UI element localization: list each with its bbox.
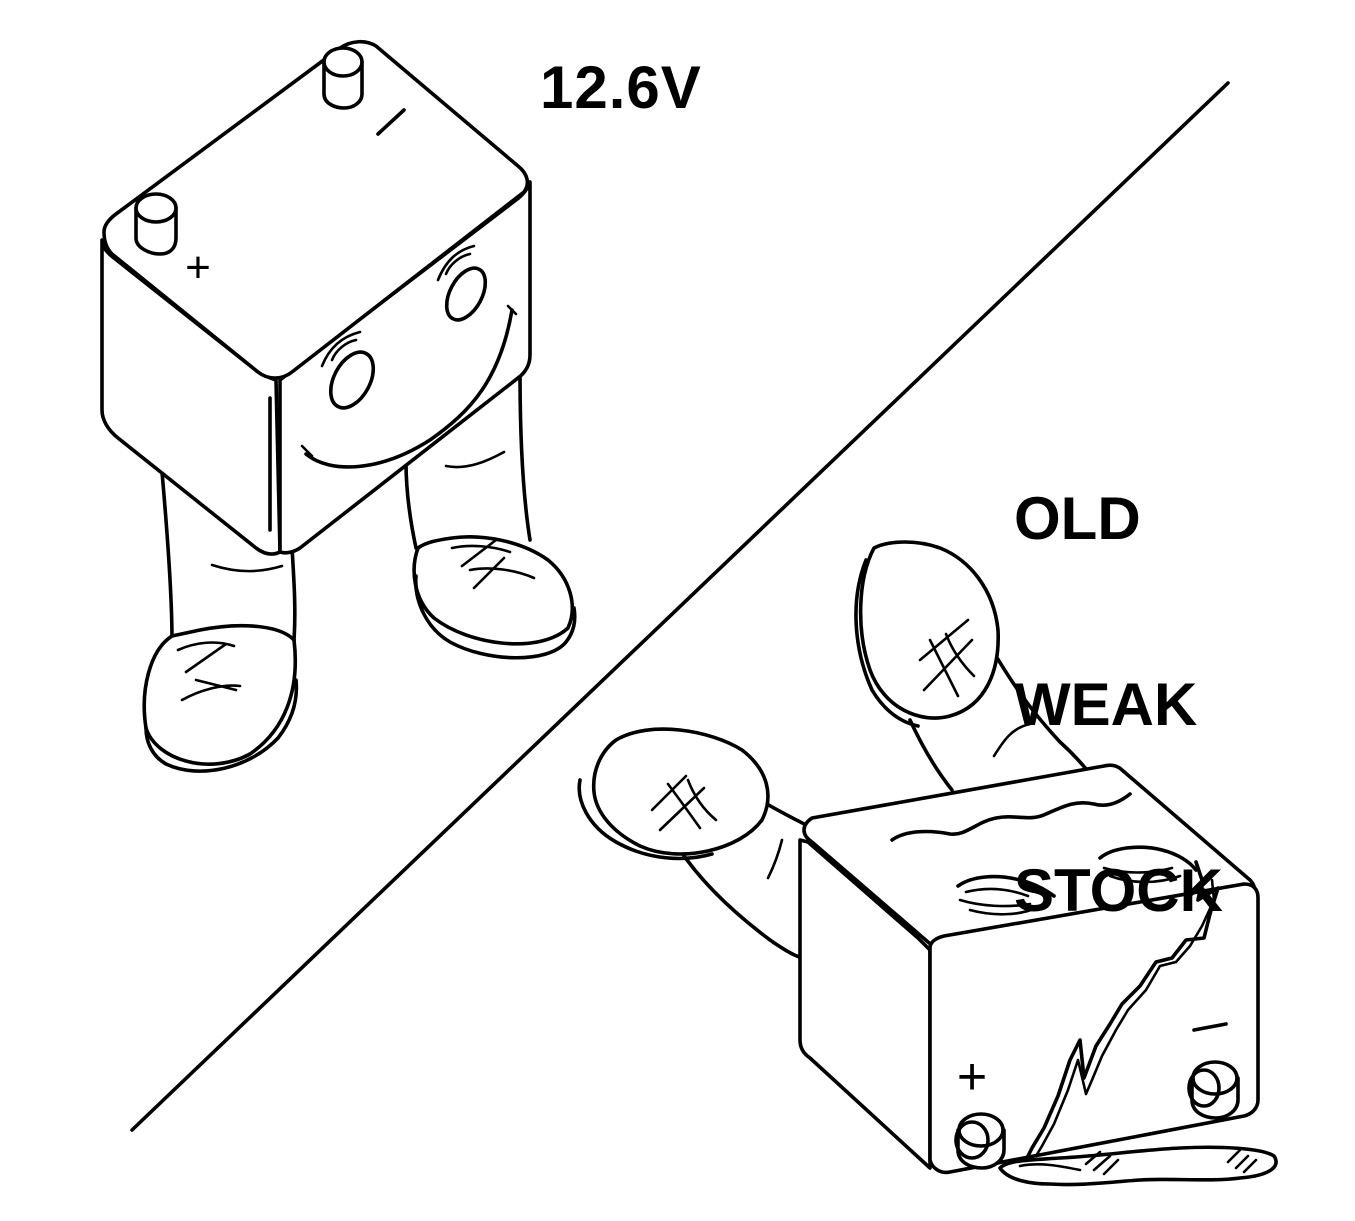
weak-battery-upper-shoe [854,540,1000,728]
voltage-label: 12.6V [540,54,702,121]
weak-battery-label-line-1: OLD [1014,485,1141,552]
good-battery-minus-sign [376,108,406,136]
weak-battery-label-line-3: STOCK [1014,857,1223,924]
good-battery-right-leg [404,370,532,550]
happy-face-right-eye [444,266,488,322]
weak-battery-top-face [928,882,1260,1175]
weak-battery-crack [1024,860,1220,1162]
good-battery-left-shoe [142,623,299,773]
sad-face-left-eye [956,874,1056,898]
good-battery-right-shoe [412,535,577,660]
weak-battery-character: + [577,540,1278,1187]
good-battery-left-leg [160,470,297,642]
good-battery-character: + [100,39,577,773]
weak-battery-minus-sign [1192,1022,1228,1032]
happy-face-left-eye [328,350,376,410]
weak-battery-lower-shoe [577,727,770,861]
sad-face-right-eye [1098,845,1198,872]
sad-face-mouth [890,792,1132,842]
weak-battery-positive-terminal [954,1112,1006,1170]
weak-battery-label-line-2: WEAK [1014,671,1198,738]
divider-line [130,81,1230,1132]
good-battery-negative-terminal [322,46,364,110]
happy-face [300,244,518,469]
acid-puddle [998,1145,1278,1187]
weak-battery-negative-terminal [1187,1060,1240,1120]
sad-face [890,792,1198,916]
good-battery-positive-terminal [134,192,178,256]
weak-battery-plus-sign: + [957,1048,987,1106]
weak-battery-label: OLD WEAK STOCK [1014,364,1223,984]
good-battery-top [102,39,530,380]
good-battery-plus-sign: + [185,243,211,292]
happy-face-smile [304,308,514,469]
